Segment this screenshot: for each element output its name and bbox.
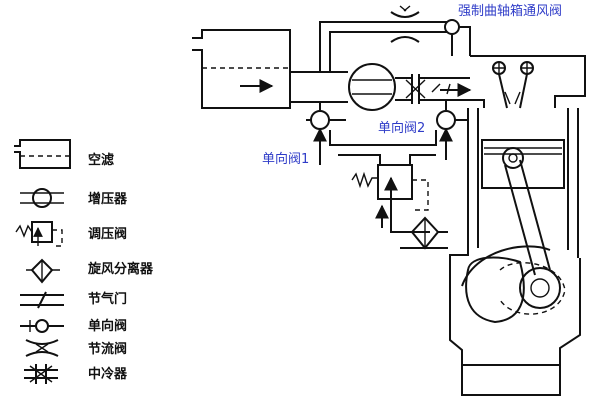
throttle-symbol — [20, 291, 64, 309]
check-valve-2 — [436, 100, 468, 160]
check-valve-1 — [306, 102, 346, 165]
legend-label-flow-restrictor: 节流阀 — [88, 341, 127, 357]
intercooler-symbol — [24, 364, 58, 384]
legend-label-cyclone-separator: 旋风分离器 — [87, 261, 154, 277]
engine — [449, 55, 586, 396]
check-valve-2-label: 单向阀2 — [378, 120, 425, 136]
flow-restrictor-symbol — [25, 339, 59, 357]
legend-label-air-filter: 空滤 — [88, 152, 114, 168]
pressure-regulator-symbol — [15, 221, 63, 247]
cyclone-separator — [400, 216, 448, 250]
legend-label-intercooler: 中冷器 — [88, 366, 128, 382]
intake-pipe — [290, 71, 348, 103]
check-valve-1-label: 单向阀1 — [262, 151, 309, 167]
turbocharger-symbol — [20, 188, 64, 208]
legend-label-turbocharger: 增压器 — [88, 191, 128, 207]
check-valve-symbol — [20, 319, 64, 333]
air-filter-symbol — [14, 139, 71, 169]
charge-air-pipe — [419, 77, 472, 101]
legend-label-pressure-regulator: 调压阀 — [88, 226, 127, 242]
legend: 空滤 增压器 调压阀 旋风分离器 节气门 — [14, 139, 154, 384]
pcv-valve — [444, 19, 471, 56]
legend-label-check-valve: 单向阀 — [88, 318, 127, 334]
crankcase-vent-valve-label: 强制曲轴箱通风阀 — [458, 3, 562, 19]
cyclone-separator-symbol — [26, 258, 60, 284]
vent-collector-loop — [329, 130, 437, 165]
legend-label-throttle: 节气门 — [88, 291, 127, 307]
air-filter — [192, 29, 291, 109]
top-bypass-loop — [319, 5, 447, 72]
pressure-regulator — [351, 164, 430, 233]
turbocharger — [348, 63, 412, 111]
